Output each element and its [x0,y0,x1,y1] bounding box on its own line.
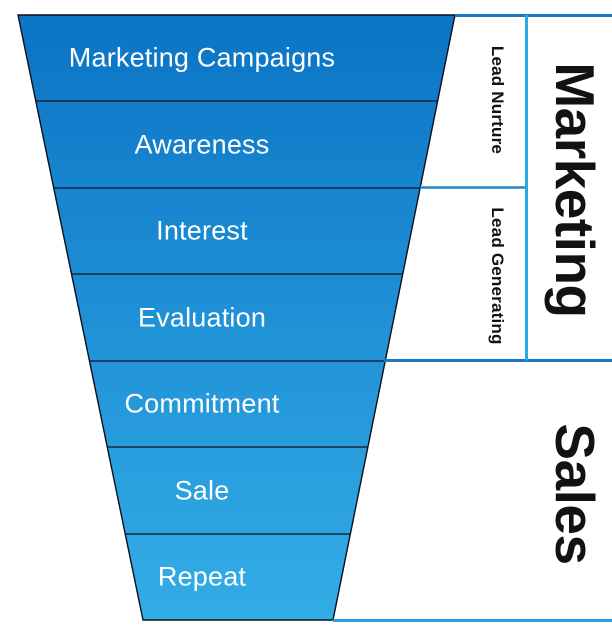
stage-label-evaluation: Evaluation [137,302,267,333]
stage-label-marketing-campaigns: Marketing Campaigns [68,42,336,73]
stage-label-interest: Interest [156,215,248,246]
stage-label-repeat: Repeat [157,561,247,592]
annotation-lead-generating: Lead Generating [488,207,507,345]
annotation-lead-nurture: Lead Nurture [488,45,507,155]
stage-label-awareness: Awareness [134,129,270,160]
stage-label-sale: Sale [174,475,230,506]
stage-label-commitment: Commitment [124,388,280,419]
annotation-marketing: Marketing [544,62,606,318]
annotation-sales: Sales [544,423,606,565]
